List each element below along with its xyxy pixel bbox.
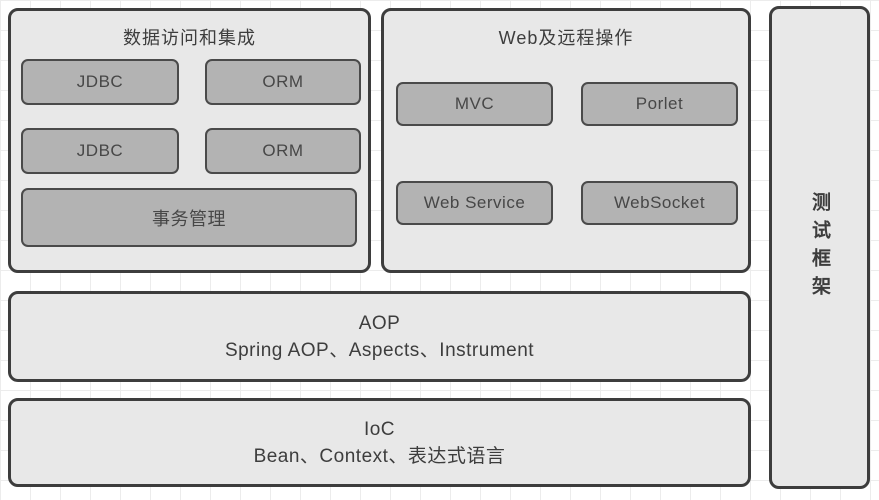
panel-ioc-subtitle: Bean、Context、表达式语言 <box>253 445 506 467</box>
panel-ioc: IoC Bean、Context、表达式语言 <box>8 398 751 487</box>
panel-web-remote: Web及远程操作 MVC Porlet Web Service WebSocke… <box>381 8 751 273</box>
panel-test-framework-title: 测试框架 <box>809 191 830 304</box>
box-orm-2: ORM <box>205 128 361 174</box>
box-jdbc-1: JDBC <box>21 59 179 105</box>
panel-data-access: 数据访问和集成 JDBC ORM JDBC ORM 事务管理 <box>8 8 371 273</box>
box-transaction-management: 事务管理 <box>21 188 357 247</box>
panel-data-access-title: 数据访问和集成 <box>123 28 256 48</box>
box-websocket: WebSocket <box>581 181 738 225</box>
panel-aop-title: AOP <box>358 312 401 334</box>
panel-aop: AOP Spring AOP、Aspects、Instrument <box>8 291 751 382</box>
box-orm-1: ORM <box>205 59 361 105</box>
panel-ioc-title: IoC <box>363 418 396 440</box>
panel-web-remote-title: Web及远程操作 <box>498 28 634 48</box>
panel-aop-subtitle: Spring AOP、Aspects、Instrument <box>224 339 535 361</box>
panel-test-framework: 测试框架 <box>769 6 870 489</box>
box-mvc: MVC <box>396 82 553 126</box>
box-jdbc-2: JDBC <box>21 128 179 174</box>
box-web-service: Web Service <box>396 181 553 225</box>
box-porlet: Porlet <box>581 82 738 126</box>
